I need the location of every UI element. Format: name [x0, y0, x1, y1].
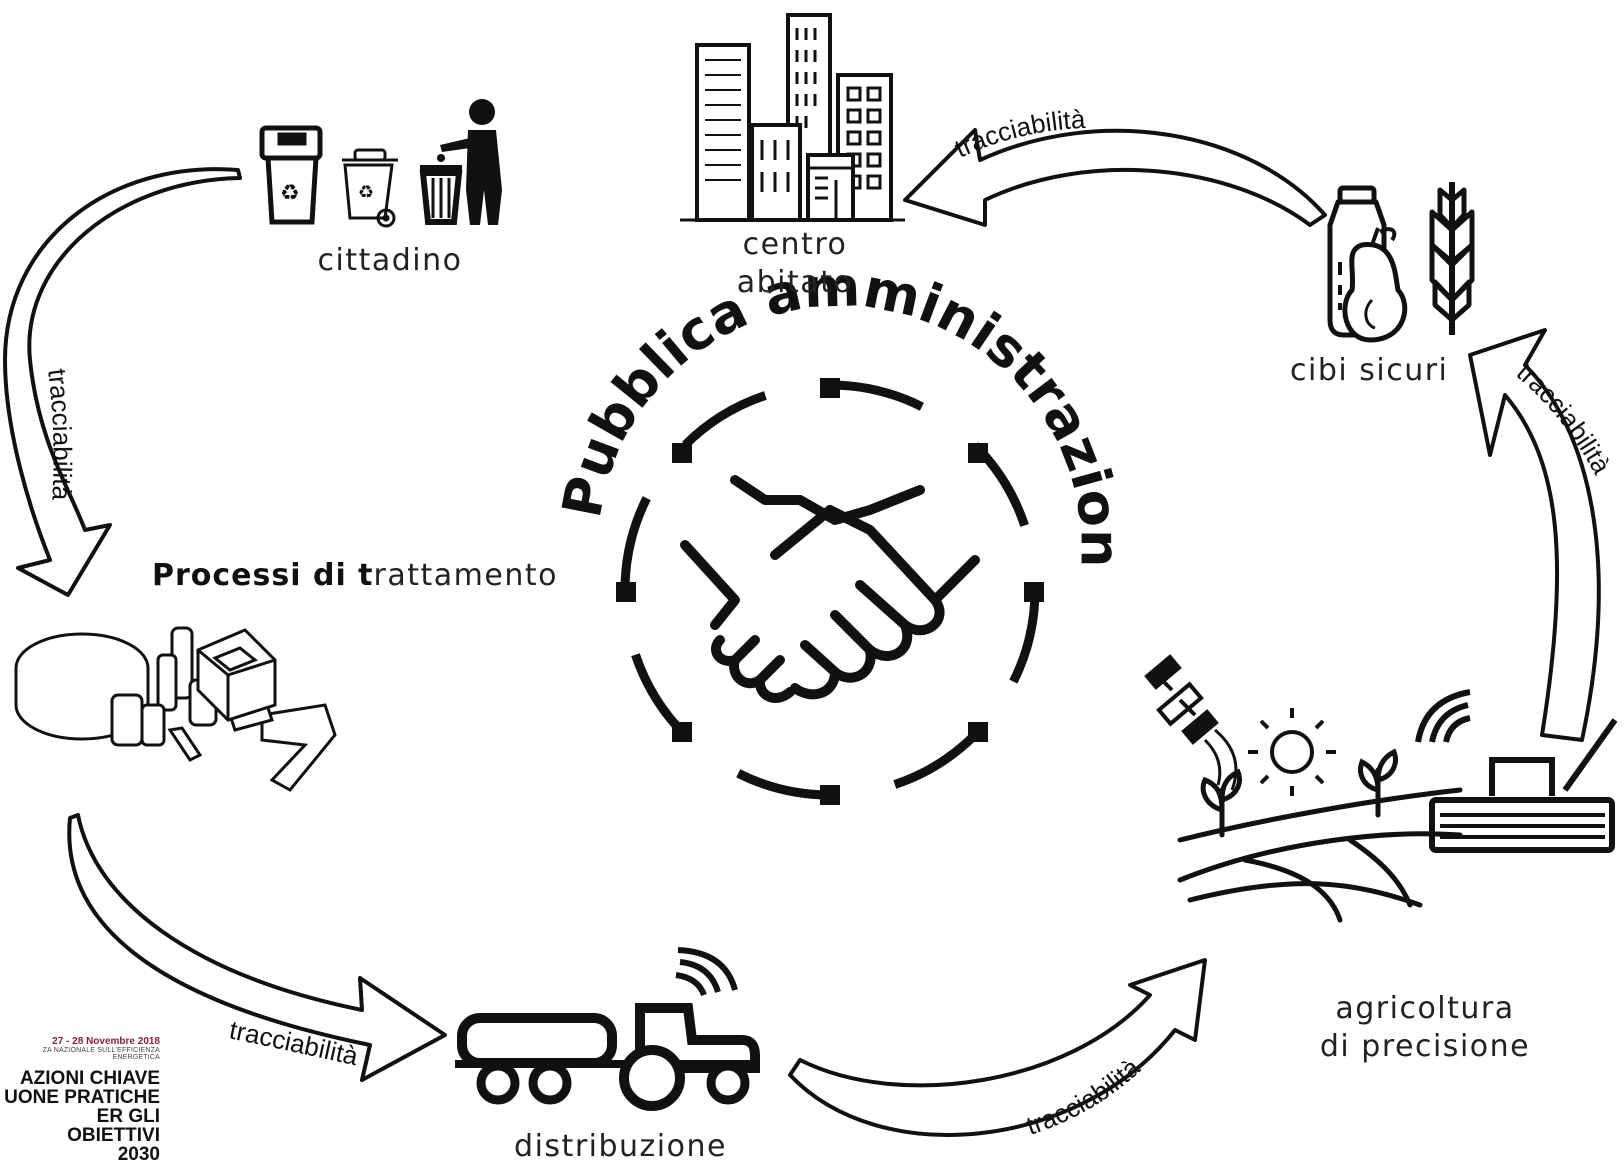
label-distribuzione: distribuzione	[514, 1129, 727, 1164]
event-logo: 27 - 28 Novembre 2018 ZA NAZIONALE SULL'…	[0, 1036, 160, 1164]
tanker-truck-icon	[455, 1003, 760, 1111]
wifi-signal-icon	[675, 947, 738, 997]
event-dates: 27 - 28 Novembre 2018	[52, 1036, 160, 1047]
handshake-icon	[680, 475, 980, 703]
svg-text:♻: ♻	[358, 182, 374, 203]
event-line1: AZIONI CHIAVE	[19, 1068, 160, 1089]
arrow-label-left: tracciabilità	[42, 367, 78, 502]
harvester-icon	[1429, 718, 1618, 853]
arrow-cibi-to-centro	[903, 128, 1327, 227]
arrow-agricoltura-to-cibi	[1468, 328, 1601, 742]
city-buildings-icon	[680, 13, 905, 222]
sun-icon	[1248, 708, 1336, 796]
food-bottle-pear-wheat-icon	[1327, 182, 1475, 343]
center-title: Pubblica amministrazione	[0, 0, 1132, 568]
svg-text:♻: ♻	[280, 181, 300, 206]
label-cittadino: cittadino	[317, 243, 463, 278]
event-line2: UONE PRATICHE	[4, 1087, 160, 1108]
recycle-bin-icon: ♻	[259, 125, 323, 225]
wheelie-bin-icon: ♻	[342, 148, 398, 228]
satellite-icon	[1144, 654, 1238, 791]
arrow-processi-to-distribuzione	[67, 813, 447, 1082]
wifi-signal-icon	[1415, 689, 1471, 743]
label-agricoltura-line1: agricoltura	[1335, 991, 1515, 1026]
treatment-plant-icon	[14, 626, 337, 792]
event-conference: ZA NAZIONALE SULL'EFFICIENZA ENERGETICA	[42, 1047, 160, 1061]
label-centro-line1: centro	[742, 227, 848, 262]
arrow-distribuzione-to-agricoltura	[788, 958, 1207, 1137]
label-agricoltura-line2: di precisione	[1319, 1029, 1531, 1064]
label-processi: Processi di trattamento	[152, 557, 582, 595]
label-agricoltura: agricoltura di precisione	[1280, 990, 1570, 1066]
arrow-cittadino-to-processi	[3, 167, 242, 597]
label-centro-abitato: centro abitato	[700, 226, 890, 302]
ring-square-markers	[616, 378, 1044, 805]
label-centro-line2: abitato	[736, 265, 854, 300]
event-line3: ER GLI OBIETTIVI	[67, 1106, 160, 1146]
label-processi-rest: rattamento	[373, 558, 558, 593]
person-trash-icon	[419, 99, 502, 225]
label-cibi-sicuri: cibi sicuri	[1290, 353, 1449, 388]
event-line4: 2030	[117, 1144, 160, 1165]
label-processi-bold: Processi di t	[152, 558, 374, 593]
